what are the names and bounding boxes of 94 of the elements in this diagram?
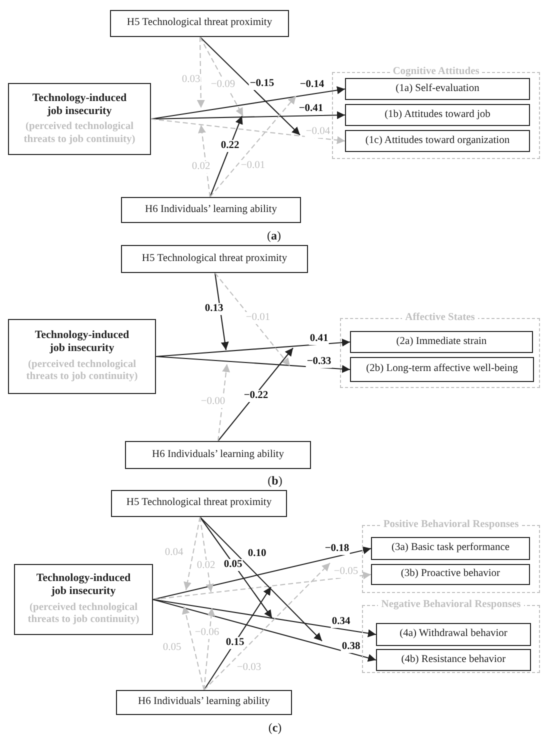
arrow xyxy=(214,272,229,350)
variable-box xyxy=(111,490,287,517)
group-heading: Negative Behavioral Responses xyxy=(378,599,524,610)
arrow xyxy=(156,356,350,373)
variable-box xyxy=(121,197,301,223)
variable-name: H5 Technological threat proximity xyxy=(142,252,288,266)
variable-name: H5 Technological threat proximity xyxy=(126,17,272,30)
panel-label: (c) xyxy=(268,720,282,736)
edge-label: −0.09 xyxy=(210,79,236,91)
variable-box xyxy=(350,357,534,382)
arrow xyxy=(218,348,294,442)
edge-label: −0.06 xyxy=(194,627,220,639)
dashed-arrow xyxy=(210,96,296,198)
edge-label: 0.38 xyxy=(340,641,362,653)
edge-label: −0.15 xyxy=(248,78,276,90)
edge-label: 0.41 xyxy=(308,333,330,345)
dashed-arrow xyxy=(200,36,244,116)
arrow xyxy=(150,111,346,120)
edge-label: −0.01 xyxy=(244,312,272,324)
dashed-arrow xyxy=(199,516,214,592)
edge-label: 0.34 xyxy=(330,616,352,628)
variable-box xyxy=(376,623,531,646)
edge-label: −0.41 xyxy=(298,103,324,115)
variable-box xyxy=(371,564,530,585)
variable-box xyxy=(345,130,530,152)
dashed-arrow xyxy=(184,516,201,590)
edge-label: −0.22 xyxy=(242,390,270,402)
arrow xyxy=(204,586,272,690)
variable-box xyxy=(345,104,530,126)
group-heading: Affective States xyxy=(402,312,478,323)
arrow xyxy=(152,598,376,662)
edge-label: 0.13 xyxy=(204,303,224,315)
variable-name: (4b) Resistance behavior xyxy=(401,654,506,666)
variable-box xyxy=(116,690,292,715)
variable-name: Technology-induced job insecurity xyxy=(35,572,132,599)
variable-description: (perceived technological threats to job continuity) xyxy=(22,121,136,146)
edge-label: −0.18 xyxy=(324,543,350,555)
variable-box xyxy=(376,649,531,671)
arrow xyxy=(209,116,243,198)
group-heading: Positive Behavioral Responses xyxy=(380,519,522,530)
panel-label: (b) xyxy=(268,474,282,488)
variable-box xyxy=(121,245,308,273)
dashed-arrow xyxy=(196,37,205,108)
dashed-arrow xyxy=(217,364,230,442)
variable-name: H6 Individuals’ learning ability xyxy=(145,204,277,216)
arrow xyxy=(150,86,346,120)
edge-label: 0.22 xyxy=(220,140,240,152)
variable-box xyxy=(125,441,311,469)
dashed-arrow xyxy=(182,606,205,690)
edge-label: −0.33 xyxy=(306,356,332,368)
edge-label: 0.15 xyxy=(224,637,246,649)
panel-label: (a) xyxy=(267,228,281,244)
variable-name: Technology-induced job insecurity xyxy=(31,92,128,118)
variable-name: H6 Individuals’ learning ability xyxy=(138,696,270,709)
arrow xyxy=(200,516,322,642)
variable-name: (1c) Attitudes toward organization xyxy=(365,134,510,148)
edge-label: 0.05 xyxy=(222,559,244,571)
variable-box xyxy=(350,331,533,353)
variable-box xyxy=(14,564,153,635)
variable-name: (4a) Withdrawal behavior xyxy=(400,628,508,641)
variable-name: (2b) Long-term affective well-being xyxy=(366,363,518,376)
edge-label: −0.05 xyxy=(332,566,360,578)
variable-name: H5 Technological threat proximity xyxy=(126,497,272,510)
variable-name: (1b) Attitudes toward job xyxy=(384,108,490,122)
variable-box xyxy=(8,319,156,394)
dashed-arrow xyxy=(214,272,290,366)
arrow xyxy=(200,516,272,618)
variable-description: (perceived technological threats to job continuity) xyxy=(26,602,140,627)
edge-label: 0.02 xyxy=(190,161,212,173)
dashed-arrow xyxy=(204,562,330,690)
arrow xyxy=(152,598,376,638)
edge-label: −0.04 xyxy=(304,126,332,138)
dashed-arrow xyxy=(152,571,372,600)
edge-label: 0.03 xyxy=(180,74,202,86)
arrow xyxy=(156,338,350,358)
variable-name: (3a) Basic task performance xyxy=(391,542,510,555)
dashed-arrow xyxy=(198,124,211,198)
variable-description: (perceived technological threats to job continuity) xyxy=(25,358,139,384)
variable-box xyxy=(110,10,289,37)
variable-box xyxy=(345,78,530,100)
variable-name: (1a) Self-evaluation xyxy=(396,82,480,96)
edge-label: −0.00 xyxy=(200,396,226,408)
group-heading: Cognitive Attitudes xyxy=(390,66,482,77)
variable-name: Technology-induced job insecurity xyxy=(34,329,130,356)
arrow xyxy=(200,36,300,136)
arrow xyxy=(152,546,372,600)
dashed-arrow xyxy=(150,118,346,144)
variable-name: H6 Individuals’ learning ability xyxy=(152,448,284,462)
edge-label: 0.02 xyxy=(196,560,216,572)
dashed-arrow xyxy=(203,608,216,690)
variable-name: (3b) Proactive behavior xyxy=(400,568,500,581)
variable-box xyxy=(8,83,151,155)
variable-box xyxy=(371,537,530,560)
variable-name: (2a) Immediate strain xyxy=(396,336,487,348)
